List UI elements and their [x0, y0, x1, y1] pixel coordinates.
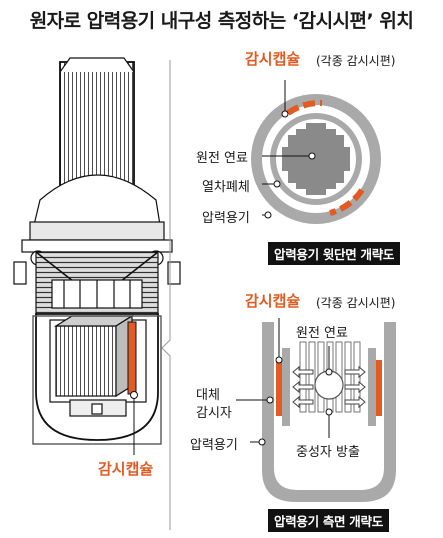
side-fuel-label: 원전 연료 [296, 326, 348, 341]
alt-specimen-label-2: 감시자 [196, 406, 232, 421]
neutron-label: 중성자 방출 [296, 445, 360, 460]
divider [161, 60, 171, 530]
reactor-illustration [13, 57, 181, 445]
top-vessel-label: 압력용기 [202, 211, 250, 226]
side-capsule-right [376, 360, 382, 416]
left-capsule-leader [130, 391, 138, 455]
capsule-strip-left [127, 321, 137, 395]
top-leaders [262, 80, 316, 219]
side-shield-left [282, 348, 290, 426]
page-title: 원자로 압력용기 내구성 측정하는 ‘감시시편’ 위치 [29, 10, 414, 32]
top-capsule-label: 감시캡슐 [245, 50, 301, 68]
upper-internals [35, 251, 159, 315]
side-vessel-wall [262, 322, 396, 502]
side-capsule-left [276, 360, 282, 416]
lower-vessel [35, 313, 159, 441]
neutron-arrows [292, 365, 366, 409]
top-shield-label: 열차폐체 [202, 180, 250, 195]
capsule-arc-upper [286, 99, 323, 116]
side-section [262, 322, 396, 502]
top-cross-section [251, 94, 381, 224]
core-fuel [53, 314, 135, 398]
control-rod-tubes [59, 57, 135, 195]
capsule-arc-lower [329, 188, 365, 216]
highlight-box [32, 315, 162, 445]
side-caption: 압력용기 측면 개략도 [268, 509, 389, 532]
fuel-core-shape [282, 123, 350, 195]
top-caption: 압력용기 윗단면 개략도 [268, 242, 401, 265]
top-capsule-note: (각종 감시시편) [316, 54, 396, 68]
side-leaders [236, 318, 333, 446]
side-capsule-note: (각종 감시시편) [316, 296, 396, 310]
left-capsule-label: 감시캡슐 [98, 460, 154, 478]
alt-specimen-label-1: 대체 [196, 388, 220, 403]
side-shield-right [368, 348, 376, 426]
side-vessel-label: 압력용기 [190, 438, 238, 453]
top-fuel-label: 원전 연료 [196, 151, 248, 166]
side-capsule-label: 감시캡슐 [245, 292, 301, 310]
